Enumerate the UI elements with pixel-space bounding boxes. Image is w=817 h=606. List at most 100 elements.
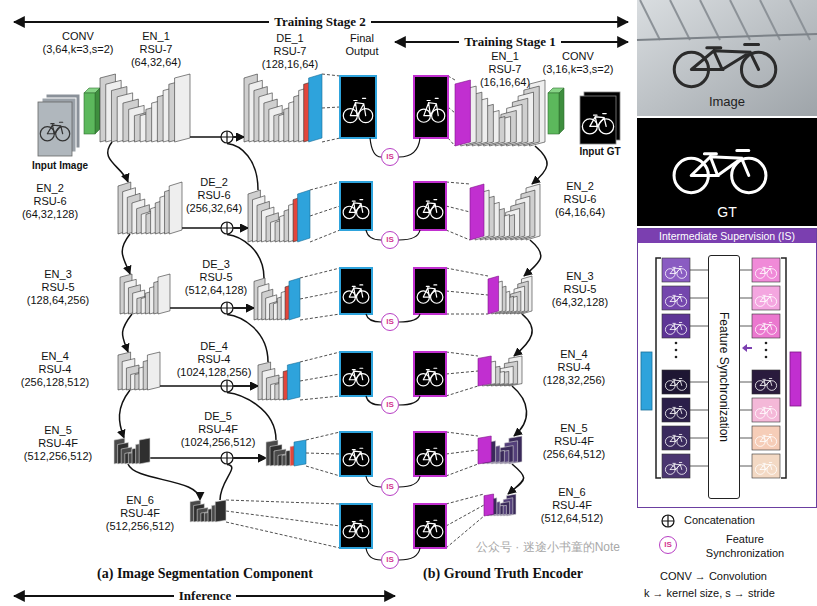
railing	[700, 0, 720, 40]
dashed-projection	[446, 371, 478, 374]
concat-symbol	[221, 380, 233, 392]
dashed-projection	[310, 206, 340, 216]
feature-map	[340, 504, 372, 548]
is-link	[399, 476, 420, 487]
text-line: Intermediate Supervision (IS)	[638, 229, 816, 243]
label: Training Stage 1	[459, 34, 561, 49]
thumb	[662, 258, 690, 282]
is-link	[370, 138, 381, 157]
gt-panel	[637, 118, 817, 226]
is-circle: IS	[381, 478, 399, 496]
text-line: RSU-4F	[106, 507, 175, 520]
block-label: EN_2RSU-6(64,16,64)	[555, 180, 605, 219]
connector	[119, 390, 130, 438]
railing	[760, 0, 780, 40]
bike-frame	[670, 434, 682, 441]
dashed-projection	[226, 511, 340, 526]
block-label: EN_3RSU-5(128,64,256)	[27, 268, 89, 307]
block-graphic	[484, 494, 516, 516]
label: GT	[717, 204, 736, 221]
label: (a) Image Segmentation Component	[97, 566, 313, 583]
block-label: EN_6RSU-4F(512,256,512)	[106, 494, 175, 533]
text-line: (256,32,64)	[186, 202, 242, 215]
input-gt	[580, 96, 616, 144]
layer-slab	[478, 356, 491, 386]
is-link	[399, 396, 420, 405]
is-link	[366, 476, 381, 487]
text-line: RSU-7	[480, 63, 530, 76]
layer-slab	[287, 362, 300, 400]
text-line: EN_2	[22, 182, 78, 195]
dashed-projection	[306, 453, 340, 454]
text-line: RSU-5	[185, 271, 247, 284]
dashed-projection	[448, 107, 455, 113]
bike-frame	[670, 294, 682, 301]
bike-frame	[349, 520, 362, 532]
text-line: IS	[386, 483, 394, 491]
dashed-projection	[300, 291, 340, 299]
text-line: RSU-6	[22, 195, 78, 208]
block-graphic	[114, 438, 150, 464]
text-line: (3,16,k=3,s=2)	[543, 63, 614, 76]
thumb-link	[740, 270, 752, 271]
text-line: (64,32,64)	[131, 56, 181, 69]
text-line: RSU-4F	[24, 437, 93, 450]
legend-entry: Concatenation	[684, 514, 755, 528]
text-line: RSU-6	[186, 189, 242, 202]
dot	[675, 349, 678, 352]
bike-frame	[423, 520, 436, 532]
layer-slab	[488, 276, 499, 314]
slab-magenta	[790, 352, 801, 406]
layer-slab	[294, 440, 306, 466]
block-label: EN_2RSU-6(64,32,128)	[22, 182, 78, 221]
label: 公众号 · 迷途小书童的Note	[476, 540, 620, 554]
dashed-projection	[310, 182, 340, 190]
text-line: (1024,256,512)	[181, 436, 256, 449]
label: Image	[709, 94, 745, 109]
thumb	[662, 398, 690, 422]
block-label: DE_1RSU-7(128,16,64)	[262, 32, 318, 71]
thumb	[752, 370, 780, 394]
rsu-block: EN_4RSU-4(128,32,256)	[478, 356, 522, 386]
concat-cross	[221, 380, 233, 392]
railing	[670, 0, 690, 40]
text-line: Input GT	[579, 146, 620, 158]
bike-frame	[424, 98, 438, 115]
connector	[512, 386, 527, 436]
block-graphic	[118, 182, 182, 234]
dot	[765, 349, 768, 352]
thumb-link	[690, 438, 708, 439]
text-line: RSU-4	[177, 353, 252, 366]
dashed-projection	[446, 464, 478, 476]
connector	[123, 314, 133, 352]
dashed-projection	[300, 396, 340, 400]
text-line: (128,64,256)	[27, 294, 89, 307]
text-line: RSU-4	[21, 363, 90, 376]
layer-slab	[147, 352, 160, 390]
text-line: DE_5	[181, 410, 256, 423]
text-line: Feature Synchronization	[695, 533, 795, 561]
dot	[675, 356, 678, 359]
bike-frame	[760, 378, 772, 385]
block-label: DE_3RSU-5(512,64,128)	[185, 258, 247, 297]
feature-map	[340, 268, 372, 314]
dashed-projection	[310, 230, 340, 242]
text-line: (128,16,64)	[262, 58, 318, 71]
dashed-projection	[446, 230, 470, 240]
rsu-block: EN_1RSU-7(64,32,64)	[100, 74, 190, 142]
block-graphic	[120, 274, 170, 314]
dashed-projection	[446, 291, 488, 295]
feature-map	[340, 432, 372, 476]
connector	[122, 234, 130, 274]
thumb-link	[740, 410, 752, 411]
layer-slab	[478, 436, 491, 464]
layer-slab	[455, 80, 470, 146]
thumb	[752, 286, 780, 310]
bike-frame	[760, 322, 772, 329]
text-line: EN_4	[21, 350, 90, 363]
block-graphic	[248, 190, 310, 242]
block-label: EN_1RSU-7(16,16,64)	[480, 50, 530, 89]
text-line: IS	[386, 236, 394, 244]
label: Inference	[174, 588, 236, 603]
